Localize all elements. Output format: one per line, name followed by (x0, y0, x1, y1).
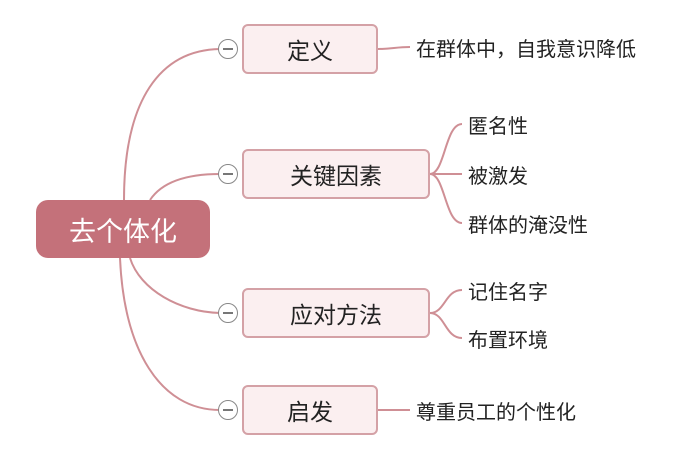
leaf-label: 群体的淹没性 (468, 212, 588, 237)
leaf-node[interactable]: 布置环境 (468, 323, 548, 353)
leaf-node[interactable]: 记住名字 (468, 275, 548, 305)
leaf-label: 匿名性 (468, 113, 528, 138)
leaf-node[interactable]: 群体的淹没性 (468, 208, 588, 238)
connector-root-b3 (119, 257, 221, 411)
collapse-toggle-minus-icon[interactable] (218, 164, 238, 184)
branch-label: 定义 (287, 39, 333, 65)
connector-b2-l1 (429, 312, 463, 339)
connector-b1-l0 (429, 123, 463, 175)
root-label: 去个体化 (69, 216, 177, 248)
leaf-label: 记住名字 (468, 279, 548, 304)
connector-b1-l2 (429, 173, 463, 224)
connector-root-b1 (149, 173, 221, 201)
root-node[interactable]: 去个体化 (36, 200, 210, 258)
connector-root-b0 (123, 48, 221, 201)
branch-node-key-factors[interactable]: 关键因素 (242, 149, 430, 199)
leaf-label: 布置环境 (468, 327, 548, 352)
branch-label: 应对方法 (290, 303, 382, 329)
leaf-node[interactable]: 被激发 (468, 159, 528, 189)
leaf-label: 被激发 (468, 163, 528, 188)
branch-label: 启发 (287, 400, 333, 426)
branch-node-coping-methods[interactable]: 应对方法 (242, 288, 430, 338)
branch-node-definition[interactable]: 定义 (242, 24, 378, 74)
leaf-node[interactable]: 尊重员工的个性化 (416, 395, 576, 425)
connector-root-b2 (129, 257, 221, 314)
connector-b2-l0 (429, 289, 463, 314)
leaf-node[interactable]: 在群体中，自我意识降低 (416, 32, 636, 62)
collapse-toggle-minus-icon[interactable] (218, 303, 238, 323)
branch-node-insight[interactable]: 启发 (242, 385, 378, 435)
leaf-label: 在群体中，自我意识降低 (416, 36, 636, 61)
collapse-toggle-minus-icon[interactable] (218, 400, 238, 420)
leaf-node[interactable]: 匿名性 (468, 109, 528, 139)
leaf-label: 尊重员工的个性化 (416, 399, 576, 424)
connector-b0-l0 (377, 46, 411, 50)
branch-label: 关键因素 (290, 164, 382, 190)
collapse-toggle-minus-icon[interactable] (218, 39, 238, 59)
